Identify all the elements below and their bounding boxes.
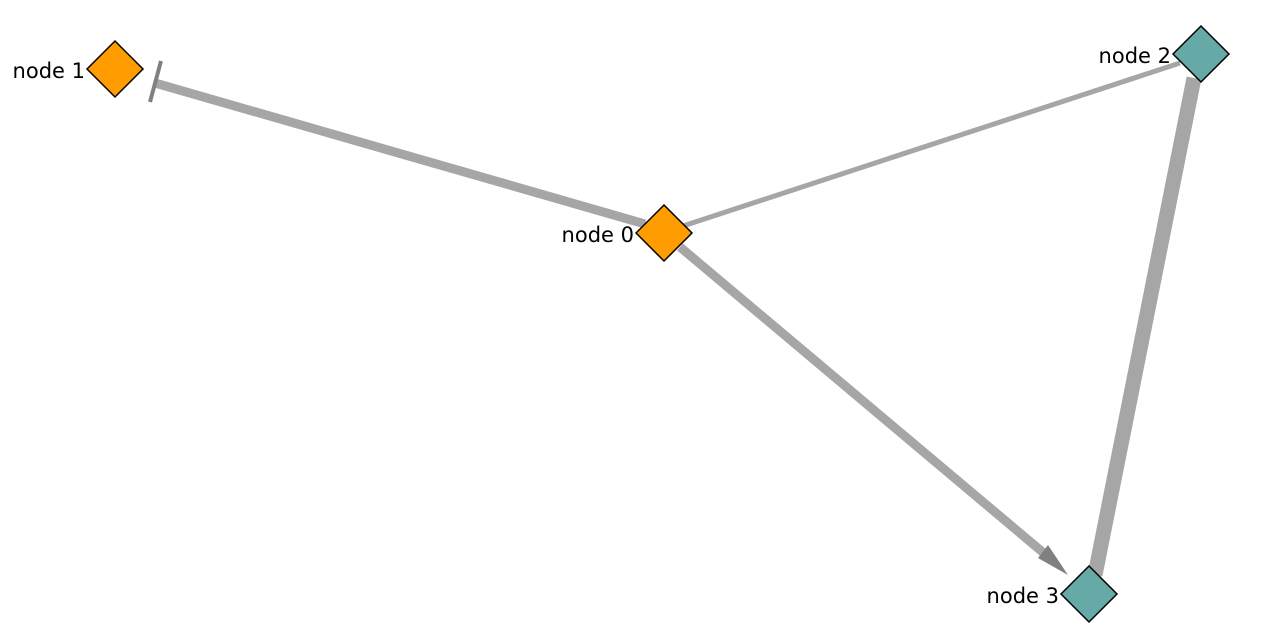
edge-node0-node3[interactable]: [677, 243, 1055, 564]
edge-node2-node3[interactable]: [1087, 76, 1202, 577]
edge-node0-node2[interactable]: [682, 60, 1181, 229]
node-3-shape[interactable]: [1059, 564, 1119, 624]
node-2-label: node 2: [1099, 44, 1171, 68]
edges-layer: [148, 60, 1202, 577]
node-2[interactable]: node 2: [1099, 24, 1231, 84]
node-1-shape[interactable]: [85, 39, 145, 99]
node-2-shape[interactable]: [1171, 24, 1231, 84]
node-0-label: node 0: [562, 223, 634, 247]
node-1[interactable]: node 1: [13, 39, 145, 99]
edge-tee-marker-node1: [148, 60, 163, 103]
node-0[interactable]: node 0: [562, 203, 694, 263]
node-1-label: node 1: [13, 59, 85, 83]
nodes-layer: node 0 node 1 node 2 node 3: [13, 24, 1231, 624]
edge-node0-node1[interactable]: [153, 78, 647, 229]
node-3[interactable]: node 3: [987, 564, 1119, 624]
edge-arrow-marker-node3: [1038, 545, 1068, 575]
node-3-label: node 3: [987, 584, 1059, 608]
node-0-shape[interactable]: [634, 203, 694, 263]
